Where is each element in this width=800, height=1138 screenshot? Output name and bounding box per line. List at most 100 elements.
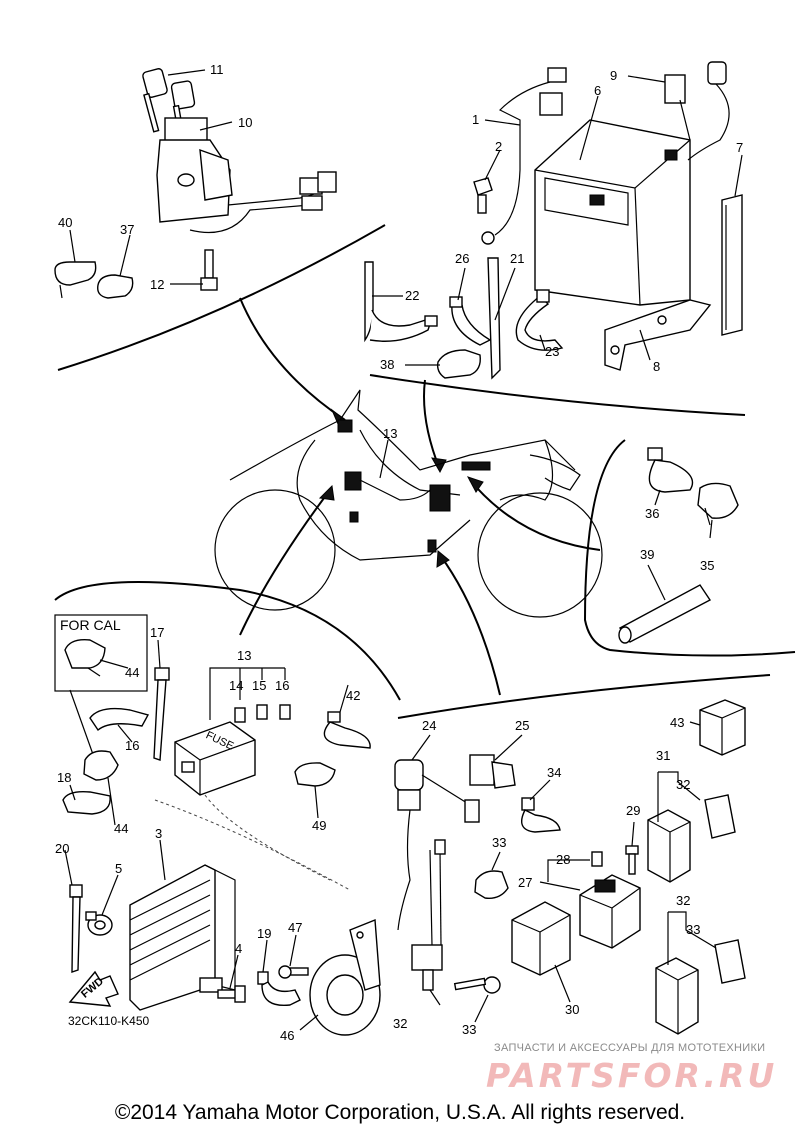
battery-band-7 xyxy=(721,194,743,336)
callout-32-lower: 32 xyxy=(676,893,690,908)
relay-32-lower xyxy=(655,957,699,1035)
callout-44-cal: 44 xyxy=(125,665,139,680)
cable-tie-18 xyxy=(153,667,170,761)
callout-7: 7 xyxy=(736,140,743,155)
pointer-arrow-battery xyxy=(423,379,441,471)
fuse-29 xyxy=(591,851,603,867)
clamp-38 xyxy=(697,482,739,526)
callout-44-lower: 44 xyxy=(114,821,128,836)
callout-27: 26 xyxy=(455,251,469,266)
fuses-14-15-16 xyxy=(234,704,291,723)
callout-3: 3 xyxy=(155,826,162,841)
clamp-41 xyxy=(436,349,481,379)
for-cal-box xyxy=(54,614,148,692)
arrowhead-battery xyxy=(431,457,447,474)
bolt-30 xyxy=(625,845,639,875)
ignition-switch-10 xyxy=(156,117,337,234)
callout-45: 42 xyxy=(346,688,360,703)
callout-31: 30 xyxy=(565,1002,579,1017)
callout-32-upper: 31 xyxy=(656,748,670,763)
clamp-36 xyxy=(474,870,509,899)
callout-34: 32 xyxy=(393,1016,407,1031)
cable-tie-21 xyxy=(69,884,83,973)
callout-23: 22 xyxy=(405,288,419,303)
callout-49: 49 xyxy=(312,818,326,833)
callout-24: 23 xyxy=(545,344,559,359)
callout-16-label: 16 xyxy=(275,678,289,693)
callout-36: 33 xyxy=(492,835,506,850)
callout-5: 5 xyxy=(115,861,122,876)
callout-48: 47 xyxy=(288,920,302,935)
pointer-arrow-regulator xyxy=(239,489,331,636)
callout-13-fuse: 13 xyxy=(237,648,251,663)
callout-20: 19 xyxy=(257,926,271,941)
pointer-arrow-right xyxy=(469,479,601,551)
leader-lines xyxy=(64,69,743,1031)
sidestand-switch-25 xyxy=(394,759,480,931)
callout-19: 18 xyxy=(57,770,71,785)
horn-47 xyxy=(309,918,381,1036)
bolt-2 xyxy=(473,177,493,214)
regulator-3 xyxy=(129,864,236,1011)
copyright-notice: ©2014 Yamaha Motor Corporation, U.S.A. A… xyxy=(114,1101,686,1124)
callout-38: 35 xyxy=(700,558,714,573)
callout-33-lower-overlay: 33 xyxy=(686,922,701,937)
relay-46 xyxy=(699,699,746,756)
clamp-49 xyxy=(294,762,336,787)
callout-22: 21 xyxy=(510,251,524,266)
callout-29: 28 xyxy=(556,852,570,867)
pointer-arrow-relay xyxy=(439,554,501,696)
callout-15-label: 15 xyxy=(252,678,266,693)
cover-33-lower xyxy=(714,939,746,984)
clamp-19-44 xyxy=(62,750,119,815)
motorcycle-outline xyxy=(214,389,603,618)
cable-tie-20 xyxy=(257,971,301,1007)
callout-41: 38 xyxy=(380,357,394,372)
bolt-12 xyxy=(200,249,218,291)
divider-top-right xyxy=(369,374,746,416)
callout-2: 2 xyxy=(495,139,502,154)
battery-lead-1 xyxy=(481,67,567,245)
battery-lead-9 xyxy=(664,61,730,161)
battery-bracket-8 xyxy=(604,299,712,371)
pointer-arrow-ignition xyxy=(239,297,346,421)
cable-ties-22-23-24-27 xyxy=(364,257,564,380)
clamp-43 xyxy=(54,261,97,299)
callout-43: 40 xyxy=(58,215,72,230)
callout-13-top: 13 xyxy=(383,426,397,441)
callout-14-label: 14 xyxy=(229,678,243,693)
for-cal-label: FOR CAL xyxy=(60,617,121,633)
callout-47: 46 xyxy=(280,1028,294,1043)
callout-17-overlay: 16 xyxy=(125,738,140,753)
callout-1: 1 xyxy=(472,112,479,127)
relay-32-upper xyxy=(647,809,691,883)
callout-6: 6 xyxy=(594,83,601,98)
callout-18: 17 xyxy=(150,625,164,640)
leader-13-bracket xyxy=(209,667,286,720)
cable-tie-45 xyxy=(323,711,371,749)
divider-bottom-right xyxy=(397,674,771,719)
screw-35 xyxy=(453,976,501,994)
neutral-switch-34 xyxy=(411,839,446,991)
battery-6 xyxy=(534,119,691,306)
bolt-4 xyxy=(217,985,246,1003)
starter-relay-28 xyxy=(579,874,641,949)
callout-37: 34 xyxy=(547,765,561,780)
cable-tie-39 xyxy=(647,447,694,493)
callout-28: 27 xyxy=(518,875,532,890)
sensor-26 xyxy=(469,754,516,789)
callout-labels: 11 10 12 40 37 1 2 6 9 7 8 26 21 22 23 3… xyxy=(55,62,743,1043)
divider-bottom-left xyxy=(54,581,401,701)
diagram-code: 32CK110-K450 xyxy=(68,1014,150,1028)
cable-tie-37 xyxy=(521,797,561,833)
callout-21: 20 xyxy=(55,841,69,856)
callout-33-upper-overlay: 32 xyxy=(676,777,691,792)
tube-42 xyxy=(618,584,712,644)
arrowhead-regulator xyxy=(318,484,335,501)
clamp-44-cal xyxy=(64,639,106,677)
fuse-box xyxy=(154,721,351,891)
callout-12: 12 xyxy=(150,277,164,292)
callout-8: 8 xyxy=(653,359,660,374)
watermark-tagline: ЗАПЧАСТИ И АКСЕССУАРЫ ДЛЯ МОТОТЕХНИКИ xyxy=(494,1042,766,1054)
callout-26: 25 xyxy=(515,718,529,733)
